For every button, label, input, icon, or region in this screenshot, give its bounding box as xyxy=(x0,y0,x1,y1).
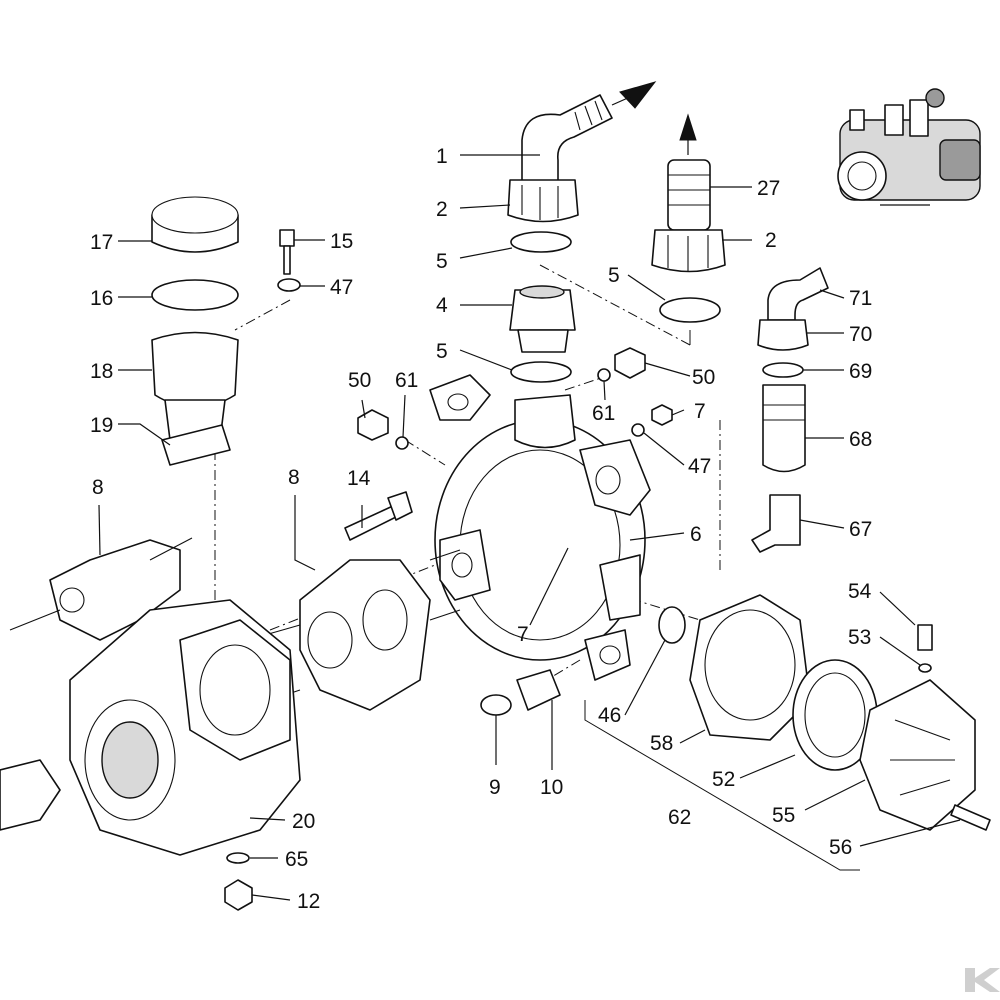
callout-54: 54 xyxy=(848,580,872,603)
callout-46: 46 xyxy=(598,704,621,727)
part-58-housing xyxy=(689,594,811,741)
part-12-plug xyxy=(224,879,253,911)
part-4-union xyxy=(509,285,576,353)
callouts: 1 2 5 4 5 27 2 5 71 70 69 68 67 17 16 18… xyxy=(90,145,872,913)
callout-6: 6 xyxy=(690,523,702,546)
part-8-piston-left xyxy=(9,537,193,641)
callout-16: 16 xyxy=(90,287,113,310)
callout-2-top: 2 xyxy=(436,198,448,221)
part-70-nut xyxy=(757,319,809,351)
callout-7-top: 7 xyxy=(694,400,706,423)
part-20-crankcase xyxy=(0,599,301,856)
part-8-piston-center xyxy=(264,549,461,711)
callout-20: 20 xyxy=(292,810,315,833)
callout-47-left: 47 xyxy=(330,276,353,299)
part-52-diaphragm xyxy=(792,659,878,771)
part-56-bolt xyxy=(950,804,991,831)
part-61-washer-right xyxy=(597,368,611,382)
callout-69: 69 xyxy=(849,360,872,383)
part-50-plug-right xyxy=(597,347,646,382)
part-5-oring-b xyxy=(510,361,572,383)
callout-5-mid: 5 xyxy=(436,340,448,363)
part-15-screw xyxy=(279,229,295,275)
callout-17: 17 xyxy=(90,231,113,254)
callout-67: 67 xyxy=(849,518,872,541)
callout-9: 9 xyxy=(489,776,501,799)
leader-lines xyxy=(98,154,961,901)
callout-68: 68 xyxy=(849,428,872,451)
callout-5-right: 5 xyxy=(608,264,620,287)
part-65-oring xyxy=(226,852,250,864)
part-50-plug-left xyxy=(357,409,409,450)
part-19-gasket xyxy=(161,424,231,466)
callout-1: 1 xyxy=(436,145,448,168)
callout-8-left: 8 xyxy=(92,476,104,499)
callout-19: 19 xyxy=(90,414,113,437)
reservoir-stack xyxy=(151,196,239,466)
callout-58: 58 xyxy=(650,732,673,755)
callout-50-left: 50 xyxy=(348,369,371,392)
callout-2-right: 2 xyxy=(765,229,777,252)
callout-62: 62 xyxy=(668,806,691,829)
pump-thumbnail xyxy=(837,88,981,206)
callout-61-left: 61 xyxy=(395,369,418,392)
part-2-nut-right xyxy=(651,229,726,273)
callout-5-top: 5 xyxy=(436,250,448,273)
part-18-bowl xyxy=(151,331,239,409)
part-68-body xyxy=(762,384,806,473)
callout-14: 14 xyxy=(347,467,371,490)
part-6-manifold xyxy=(429,374,651,681)
part-16-oring xyxy=(151,279,239,311)
callout-27: 27 xyxy=(757,177,780,200)
part-54-plug xyxy=(917,624,933,651)
part-7-nut-top xyxy=(651,404,673,426)
right-fitting-stack xyxy=(751,267,829,553)
callout-50-right: 50 xyxy=(692,366,715,389)
part-9-oring xyxy=(480,694,512,716)
part-27-hose-tail xyxy=(667,113,711,231)
part-61-washer-left xyxy=(395,436,409,450)
callout-15: 15 xyxy=(330,230,353,253)
part-10-valve xyxy=(516,669,561,711)
callout-47-right: 47 xyxy=(688,455,711,478)
part-14-bolt xyxy=(344,491,413,541)
callout-10: 10 xyxy=(540,776,563,799)
callout-53: 53 xyxy=(848,626,871,649)
callout-7-mid: 7 xyxy=(517,623,529,646)
part-71-elbow xyxy=(767,267,829,321)
part-53-washer xyxy=(918,663,932,673)
callout-70: 70 xyxy=(849,323,872,346)
part-47-washer-right xyxy=(631,423,645,437)
callout-4: 4 xyxy=(436,294,448,317)
callout-61-right: 61 xyxy=(592,402,615,425)
k-logo-icon xyxy=(965,968,1000,992)
part-47-washer-left xyxy=(277,278,301,292)
callout-18: 18 xyxy=(90,360,113,383)
part-67-elbow xyxy=(751,494,801,553)
part-5-oring-a xyxy=(510,231,572,253)
callout-8-center: 8 xyxy=(288,466,300,489)
callout-71: 71 xyxy=(849,287,872,310)
callout-12: 12 xyxy=(297,890,320,913)
part-46-oring xyxy=(658,606,686,644)
callout-56: 56 xyxy=(829,836,852,859)
part-69-oring xyxy=(762,362,804,378)
part-5-oring-c xyxy=(659,297,721,323)
part-2-nut-top xyxy=(507,179,579,223)
callout-52: 52 xyxy=(712,768,735,791)
callout-65: 65 xyxy=(285,848,308,871)
callout-55: 55 xyxy=(772,804,795,827)
part-1-elbow xyxy=(521,81,657,186)
